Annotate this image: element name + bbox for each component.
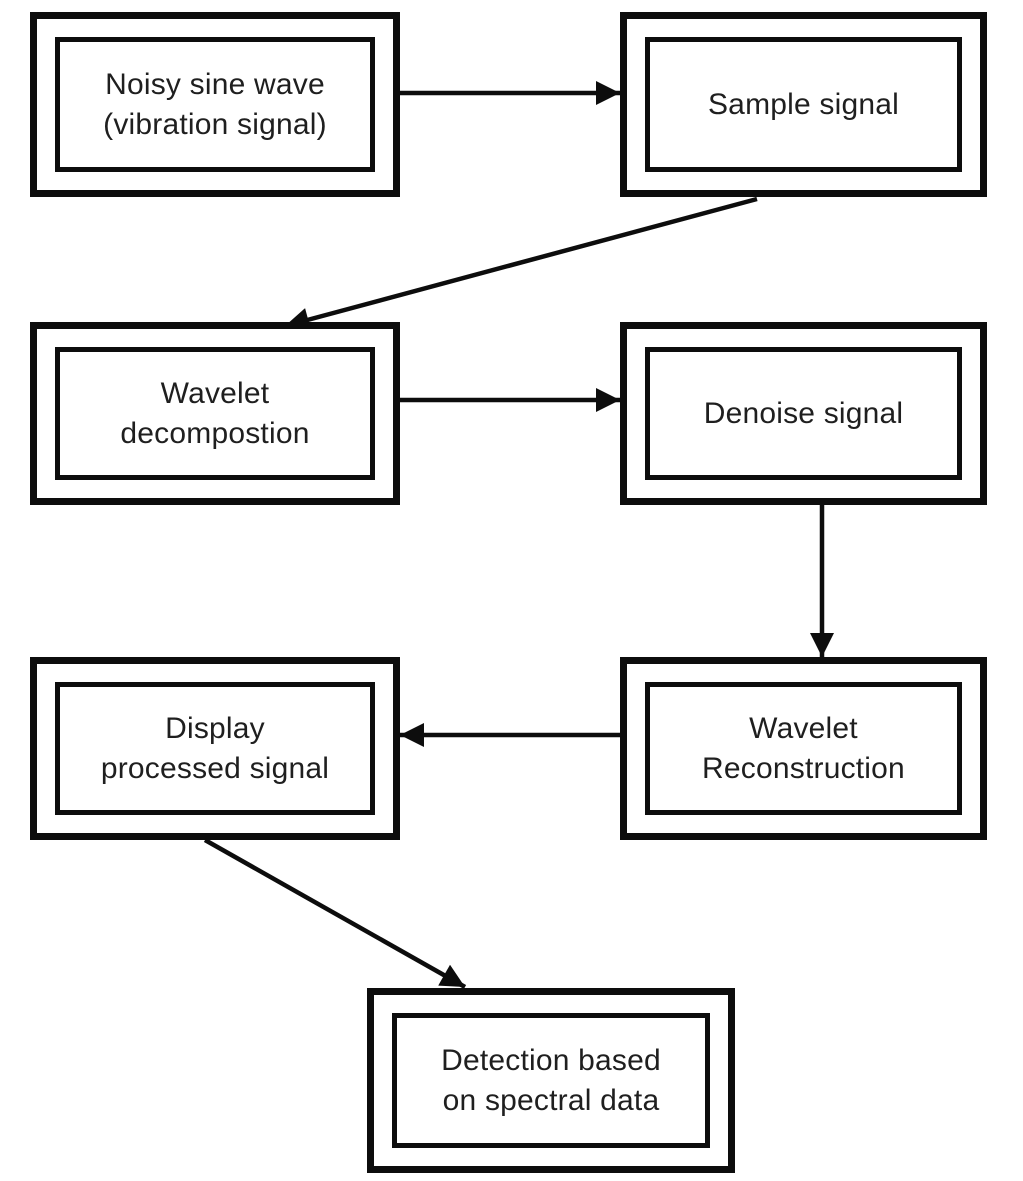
node-label: Denoise signal	[703, 396, 904, 430]
node-wavelet-reconstruction: Wavelet Reconstruction	[620, 657, 987, 840]
arrow-sample-to-decompostion	[284, 196, 758, 332]
node-label: Wavelet decompostion	[120, 376, 310, 450]
node-label: Sample signal	[707, 87, 900, 121]
node-inner-frame: Detection based on spectral data	[392, 1013, 710, 1148]
node-sample-signal: Sample signal	[620, 12, 987, 197]
node-label: Wavelet Reconstruction	[702, 711, 905, 785]
node-inner-frame: Noisy sine wave (vibration signal)	[55, 37, 375, 172]
node-inner-frame: Wavelet decompostion	[55, 347, 375, 480]
node-inner-frame: Denoise signal	[645, 347, 962, 480]
node-label: Detection based on spectral data	[441, 1043, 661, 1117]
node-label: Display processed signal	[100, 711, 330, 785]
node-inner-frame: Display processed signal	[55, 682, 375, 815]
node-inner-frame: Wavelet Reconstruction	[645, 682, 962, 815]
node-denoise-signal: Denoise signal	[620, 322, 987, 505]
node-wavelet-decompostion: Wavelet decompostion	[30, 322, 400, 505]
node-display-processed-signal: Display processed signal	[30, 657, 400, 840]
node-inner-frame: Sample signal	[645, 37, 962, 172]
node-noisy-sine-wave: Noisy sine wave (vibration signal)	[30, 12, 400, 197]
node-label: Noisy sine wave (vibration signal)	[103, 67, 327, 141]
arrow-display-to-detection	[203, 838, 467, 989]
node-detection-spectral-data: Detection based on spectral data	[367, 988, 735, 1173]
